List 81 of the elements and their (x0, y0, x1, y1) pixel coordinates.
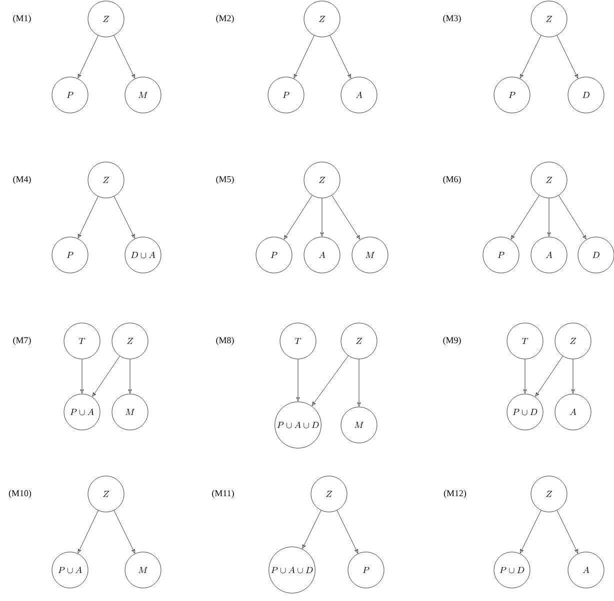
circle-node: $T$ (64, 322, 100, 360)
arrow (547, 198, 551, 236)
panel-label: (M10) (8, 490, 32, 498)
panel-label: (M11) (212, 490, 234, 498)
circle-node: $Z$ (554, 322, 592, 360)
circle-node: $Z$ (530, 162, 568, 198)
circle-node: $T$ (280, 322, 316, 360)
arrow (78, 510, 98, 554)
circle-node: $A$ (304, 236, 340, 274)
circle-node: $P \cup D$ (494, 552, 530, 588)
arrow (357, 359, 361, 406)
arrow (114, 510, 135, 554)
arrow (80, 359, 84, 394)
circle-node: $Z$ (310, 476, 348, 512)
circle-node: $D$ (568, 76, 604, 114)
arrow (312, 356, 349, 406)
arrow (114, 196, 135, 238)
circle-node: $Z$ (304, 162, 340, 198)
panel-label: (M4) (13, 176, 31, 184)
circle-node: $Z$ (112, 322, 148, 360)
circle-node: $Z$ (88, 0, 124, 38)
panel-label: (M7) (13, 336, 31, 346)
circle-node: $M$ (112, 394, 148, 430)
arrow (556, 35, 578, 78)
circle-node: $P$ (52, 76, 88, 114)
circle-node: $Z$ (530, 476, 568, 512)
panel-label: (M12) (444, 490, 466, 498)
arrow (510, 195, 540, 240)
circle-node: $P$ (348, 552, 384, 588)
arrow (571, 359, 575, 394)
arrow (78, 196, 98, 238)
circle-node: $A$ (568, 552, 604, 588)
panel-label: (M9) (443, 336, 461, 346)
circle-node: $P$ (494, 76, 530, 114)
circle-node: $P$ (268, 76, 304, 114)
circle-node: $M$ (340, 406, 378, 444)
circle-node: $P \cup A \cup D$ (274, 402, 322, 448)
circle-node: $D \cup A$ (124, 236, 162, 274)
arrow (302, 510, 322, 549)
panel-label: (M6) (443, 176, 461, 184)
circle-node: $A$ (554, 394, 592, 430)
circle-node: $Z$ (88, 162, 124, 198)
arrow (330, 35, 351, 78)
circle-node: $Z$ (88, 476, 124, 512)
circle-node: $P \cup A$ (64, 394, 100, 430)
panel-label: (M5) (216, 176, 234, 184)
arrow (320, 198, 324, 236)
panel-label: (M8) (216, 336, 234, 346)
circle-node: $P \cup D$ (506, 394, 544, 430)
panel-label: (M1) (13, 14, 31, 24)
arrow (128, 359, 132, 394)
circle-node: $A$ (530, 236, 568, 274)
circle-node: $M$ (124, 552, 162, 588)
arrow (78, 35, 98, 78)
arrow (556, 510, 578, 554)
arrow (114, 35, 135, 78)
circle-node: $P \cup A \cup D$ (268, 546, 316, 594)
arrow (520, 35, 542, 78)
circle-node: $Z$ (340, 322, 378, 360)
panel-label: (M2) (216, 14, 234, 24)
circle-node: $Z$ (304, 0, 340, 38)
arrow (520, 510, 542, 554)
arrow (294, 35, 314, 78)
arrow (92, 356, 120, 397)
arrow (296, 359, 300, 402)
arrow (332, 195, 360, 240)
circle-node: $Z$ (530, 0, 568, 38)
circle-node: $T$ (506, 322, 544, 360)
circle-node: $A$ (340, 76, 378, 114)
circle-node: $M$ (124, 76, 162, 114)
arrow (535, 356, 564, 397)
circle-node: $P$ (52, 236, 88, 274)
arrow (523, 359, 527, 394)
circle-node: $P \cup A$ (52, 552, 88, 588)
circle-node: $P$ (256, 236, 292, 274)
panel-label: (M3) (443, 14, 461, 24)
arrow (336, 510, 358, 554)
circle-node: $M$ (352, 236, 388, 274)
arrow (284, 195, 312, 240)
circle-node: $P$ (482, 236, 520, 274)
arrow (558, 195, 586, 240)
